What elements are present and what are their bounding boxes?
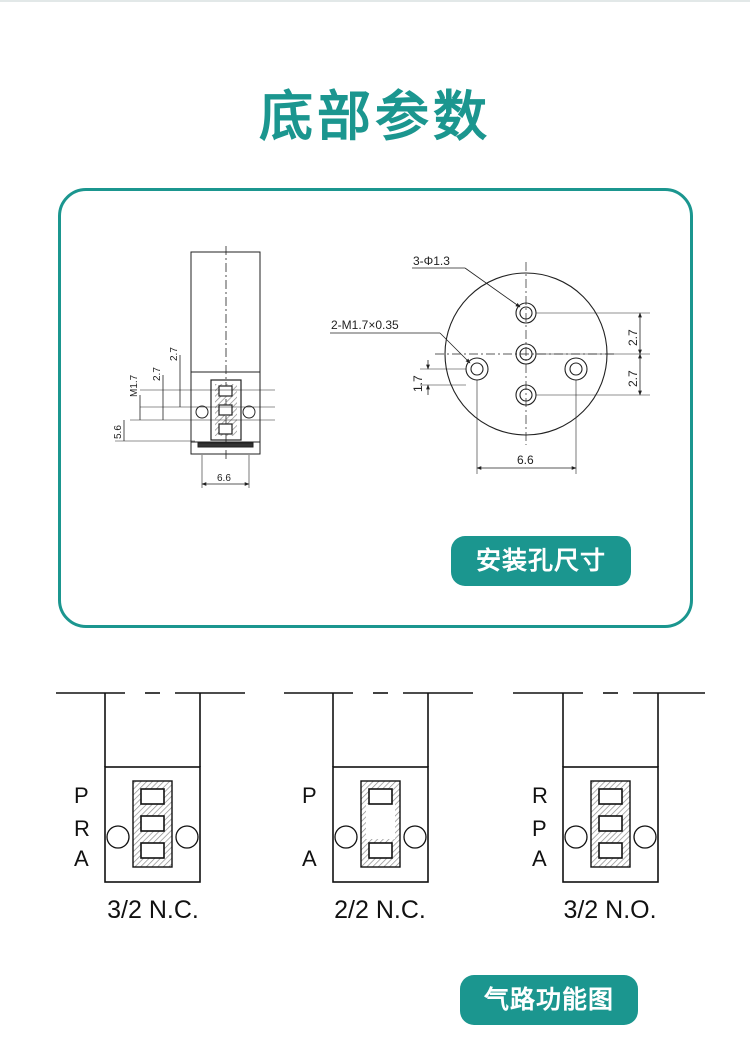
side-view-dims: M1.7 2.7 2.7 5.6 6.6 bbox=[113, 347, 231, 484]
valve-diagram-32nc bbox=[56, 692, 245, 883]
dim-66-side: 6.6 bbox=[217, 473, 231, 484]
port-label: P bbox=[532, 816, 547, 841]
holes-label: 3-Φ1.3 bbox=[413, 254, 450, 268]
valve-caption: 2/2 N.C. bbox=[334, 896, 426, 924]
air-function-badge: 气路功能图 bbox=[460, 975, 638, 1025]
valve-caption: 3/2 N.O. bbox=[563, 896, 657, 924]
thread-label: 2-M1.7×0.35 bbox=[331, 318, 399, 332]
bottom-view-dims: 3-Φ1.3 2-M1.7×0.35 2.7 2.7 1.7 6.6 bbox=[331, 254, 640, 467]
port-label: A bbox=[532, 846, 547, 871]
valve-diagram-32no bbox=[513, 692, 705, 883]
dim-27-top: 2.7 bbox=[626, 329, 640, 346]
valve-caption: 3/2 N.C. bbox=[107, 896, 199, 924]
dim-17: 1.7 bbox=[411, 375, 425, 392]
valve-diagram-22nc bbox=[284, 692, 473, 883]
mounting-holes-badge: 安装孔尺寸 bbox=[451, 536, 631, 586]
port-label: P bbox=[302, 783, 317, 808]
page-title: 底部参数 bbox=[259, 85, 491, 148]
port-label: P bbox=[74, 783, 89, 808]
side-view bbox=[115, 246, 275, 488]
top-divider bbox=[0, 0, 750, 2]
dim-27-bottom: 2.7 bbox=[626, 370, 640, 387]
dim-66-bottom: 6.6 bbox=[517, 453, 534, 467]
port-labels: P R A P A R P A bbox=[74, 783, 548, 871]
dim-m17: M1.7 bbox=[129, 374, 140, 397]
dim-27-a: 2.7 bbox=[152, 367, 163, 381]
bottom-view bbox=[330, 262, 650, 474]
dim-56: 5.6 bbox=[113, 425, 124, 439]
port-label: A bbox=[302, 846, 317, 871]
dim-27-b: 2.7 bbox=[169, 347, 180, 361]
port-label: R bbox=[532, 783, 548, 808]
port-label: R bbox=[74, 816, 90, 841]
port-label: A bbox=[74, 846, 89, 871]
